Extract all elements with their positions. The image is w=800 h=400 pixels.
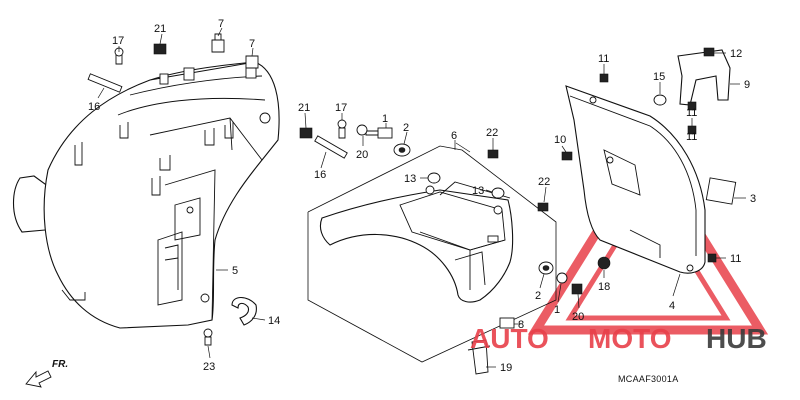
callout-7: 7 xyxy=(218,18,224,30)
grommet-15 xyxy=(653,94,667,106)
callout-12: 12 xyxy=(730,48,742,60)
bolt-22-lower xyxy=(537,202,549,212)
nut-21-upper xyxy=(153,43,167,55)
callout-2: 2 xyxy=(535,290,541,302)
watermark-text-auto: AUTO xyxy=(470,323,549,354)
callout-9: 9 xyxy=(744,79,750,91)
leader-lines xyxy=(97,27,746,368)
callout-17: 17 xyxy=(335,102,347,114)
callout-21: 21 xyxy=(154,23,166,35)
callout-22: 22 xyxy=(486,127,498,139)
inner-fender-part-6 xyxy=(319,181,514,303)
nut-18 xyxy=(597,256,611,270)
callout-1: 1 xyxy=(382,113,388,125)
cover-part-4 xyxy=(565,85,706,274)
screw-17-center xyxy=(337,119,347,139)
bolt-1-center xyxy=(365,127,393,139)
callout-11: 11 xyxy=(598,53,609,65)
callout-17: 17 xyxy=(112,35,124,47)
grommet-2-center xyxy=(393,143,411,157)
callout-23: 23 xyxy=(203,361,215,373)
screw-11-top xyxy=(599,73,609,83)
callout-13: 13 xyxy=(472,185,484,197)
callout-11: 11 xyxy=(730,253,741,265)
bolt-12 xyxy=(703,47,715,57)
callout-labels: 17 16 21 7 7 21 17 1 2 20 6 22 13 13 22 … xyxy=(88,18,756,374)
fastener-19 xyxy=(467,339,491,375)
sub-assembly-box xyxy=(307,145,557,363)
callout-8: 8 xyxy=(518,319,524,331)
grommet-13-left xyxy=(427,172,441,184)
callout-20: 20 xyxy=(356,149,368,161)
callout-16: 16 xyxy=(314,169,326,181)
callout-3: 3 xyxy=(750,193,756,205)
callout-6: 6 xyxy=(451,130,457,142)
callout-1: 1 xyxy=(554,304,560,316)
diagram-code: MCAAF3001A xyxy=(618,374,679,384)
pin-16-lower xyxy=(314,135,348,159)
clamp-14 xyxy=(231,296,257,326)
callout-11: 11 xyxy=(686,107,697,119)
callout-10: 10 xyxy=(554,134,566,146)
screw-23 xyxy=(203,328,213,346)
watermark-text-hub: HUB xyxy=(706,323,767,354)
front-direction-arrow: FR. xyxy=(25,359,68,388)
clip-7-right xyxy=(245,55,259,69)
washer-1-lower xyxy=(556,272,568,284)
callout-19: 19 xyxy=(500,362,512,374)
bolt-22-upper xyxy=(487,149,499,159)
bolt-20-lower xyxy=(571,283,583,295)
watermark-text-moto: MOTO xyxy=(588,323,671,354)
collar-20-center xyxy=(356,124,368,136)
watermark-logo: AUTO MOTO HUB xyxy=(470,323,767,354)
callout-7: 7 xyxy=(249,38,255,50)
screw-11-lower-right xyxy=(707,253,717,263)
callout-13: 13 xyxy=(404,173,416,185)
bolt-10 xyxy=(561,151,573,161)
callout-5: 5 xyxy=(232,265,238,277)
rubber-3 xyxy=(705,177,737,205)
fr-label: FR. xyxy=(52,359,68,370)
callout-2: 2 xyxy=(403,122,409,134)
bracket-9 xyxy=(677,49,731,106)
callout-22: 22 xyxy=(538,176,550,188)
callout-4: 4 xyxy=(669,300,675,312)
screw-11-mid-right xyxy=(687,101,697,111)
rear-fender-part-5 xyxy=(12,61,280,329)
grommet-13-right xyxy=(491,187,505,199)
callout-21: 21 xyxy=(298,102,310,114)
nut-21-center xyxy=(299,127,313,139)
clip-8 xyxy=(499,317,515,329)
callout-16: 16 xyxy=(88,101,100,113)
callout-14: 14 xyxy=(268,315,280,327)
pin-16-upper xyxy=(87,73,123,93)
clip-7-left xyxy=(211,33,225,53)
callout-11: 11 xyxy=(686,131,697,143)
callout-18: 18 xyxy=(598,281,610,293)
grommet-2-lower xyxy=(538,261,554,275)
callout-20: 20 xyxy=(572,311,584,323)
callout-15: 15 xyxy=(653,71,665,83)
